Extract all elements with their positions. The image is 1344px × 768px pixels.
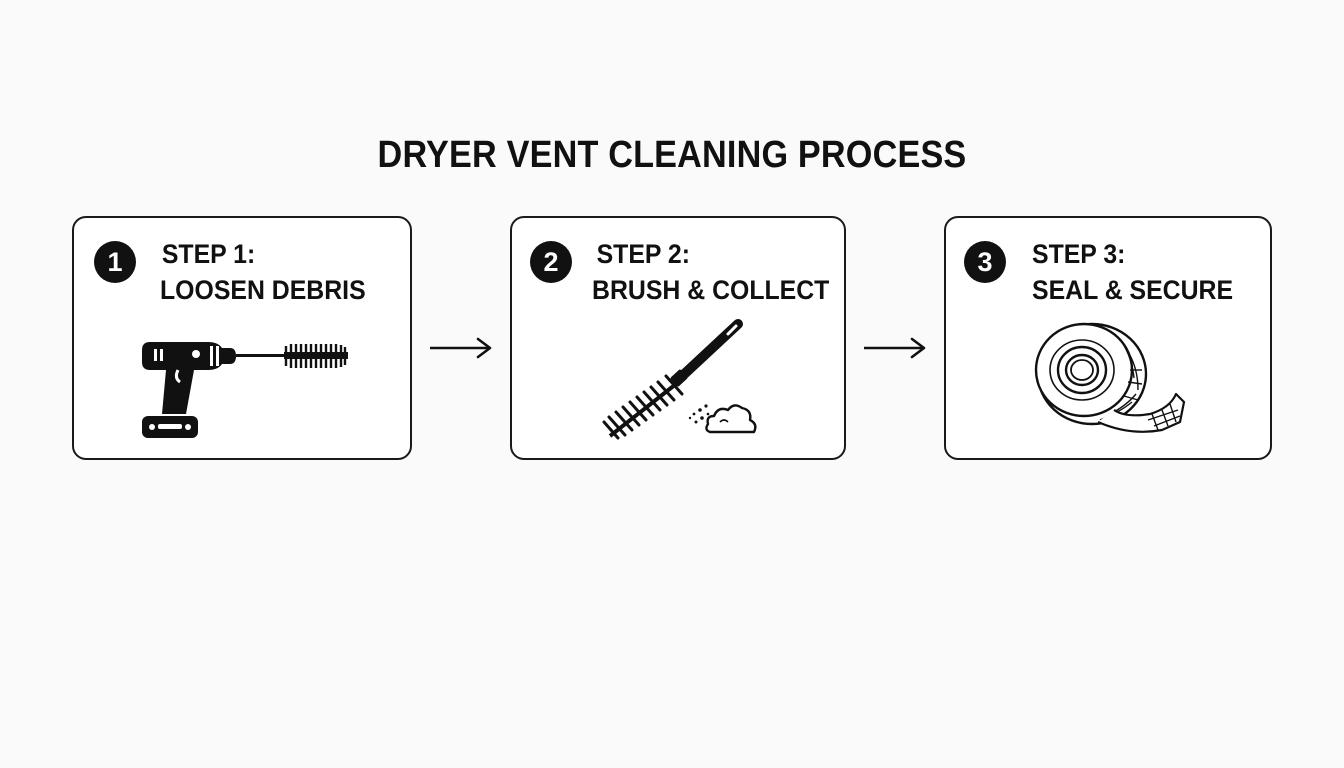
step-3-caption: SEAL & SECURE bbox=[1032, 275, 1234, 305]
step-1-heading: STEP 1: LOOSEN DEBRIS bbox=[160, 236, 366, 308]
brush-debris-icon bbox=[602, 319, 757, 440]
step-2-caption: BRUSH & COLLECT bbox=[592, 275, 830, 305]
step-2-heading: STEP 2: BRUSH & COLLECT bbox=[592, 236, 829, 308]
step-1-label: STEP 1: bbox=[161, 239, 256, 269]
arrow-right-icon bbox=[430, 337, 492, 359]
arrow-right-icon bbox=[864, 337, 926, 359]
step-2-card: 2 STEP 2: BRUSH & COLLECT bbox=[510, 216, 846, 460]
step-2-number-badge: 2 bbox=[530, 241, 572, 283]
step-3-heading: STEP 3: SEAL & SECURE bbox=[1032, 236, 1233, 308]
diagram-title: DRYER VENT CLEANING PROCESS bbox=[377, 134, 967, 176]
step-3-card: 3 STEP 3: SEAL & SECURE bbox=[944, 216, 1272, 460]
step-2-label: STEP 2: bbox=[596, 239, 691, 269]
step-1-number-badge: 1 bbox=[94, 241, 136, 283]
step-3-number-badge: 3 bbox=[964, 241, 1006, 283]
step-3-label: STEP 3: bbox=[1032, 239, 1126, 269]
foil-tape-icon bbox=[1034, 322, 1186, 433]
step-1-caption: LOOSEN DEBRIS bbox=[160, 275, 366, 305]
drill-brush-icon bbox=[142, 342, 348, 438]
step-1-card: 1 STEP 1: LOOSEN DEBRIS bbox=[72, 216, 412, 460]
